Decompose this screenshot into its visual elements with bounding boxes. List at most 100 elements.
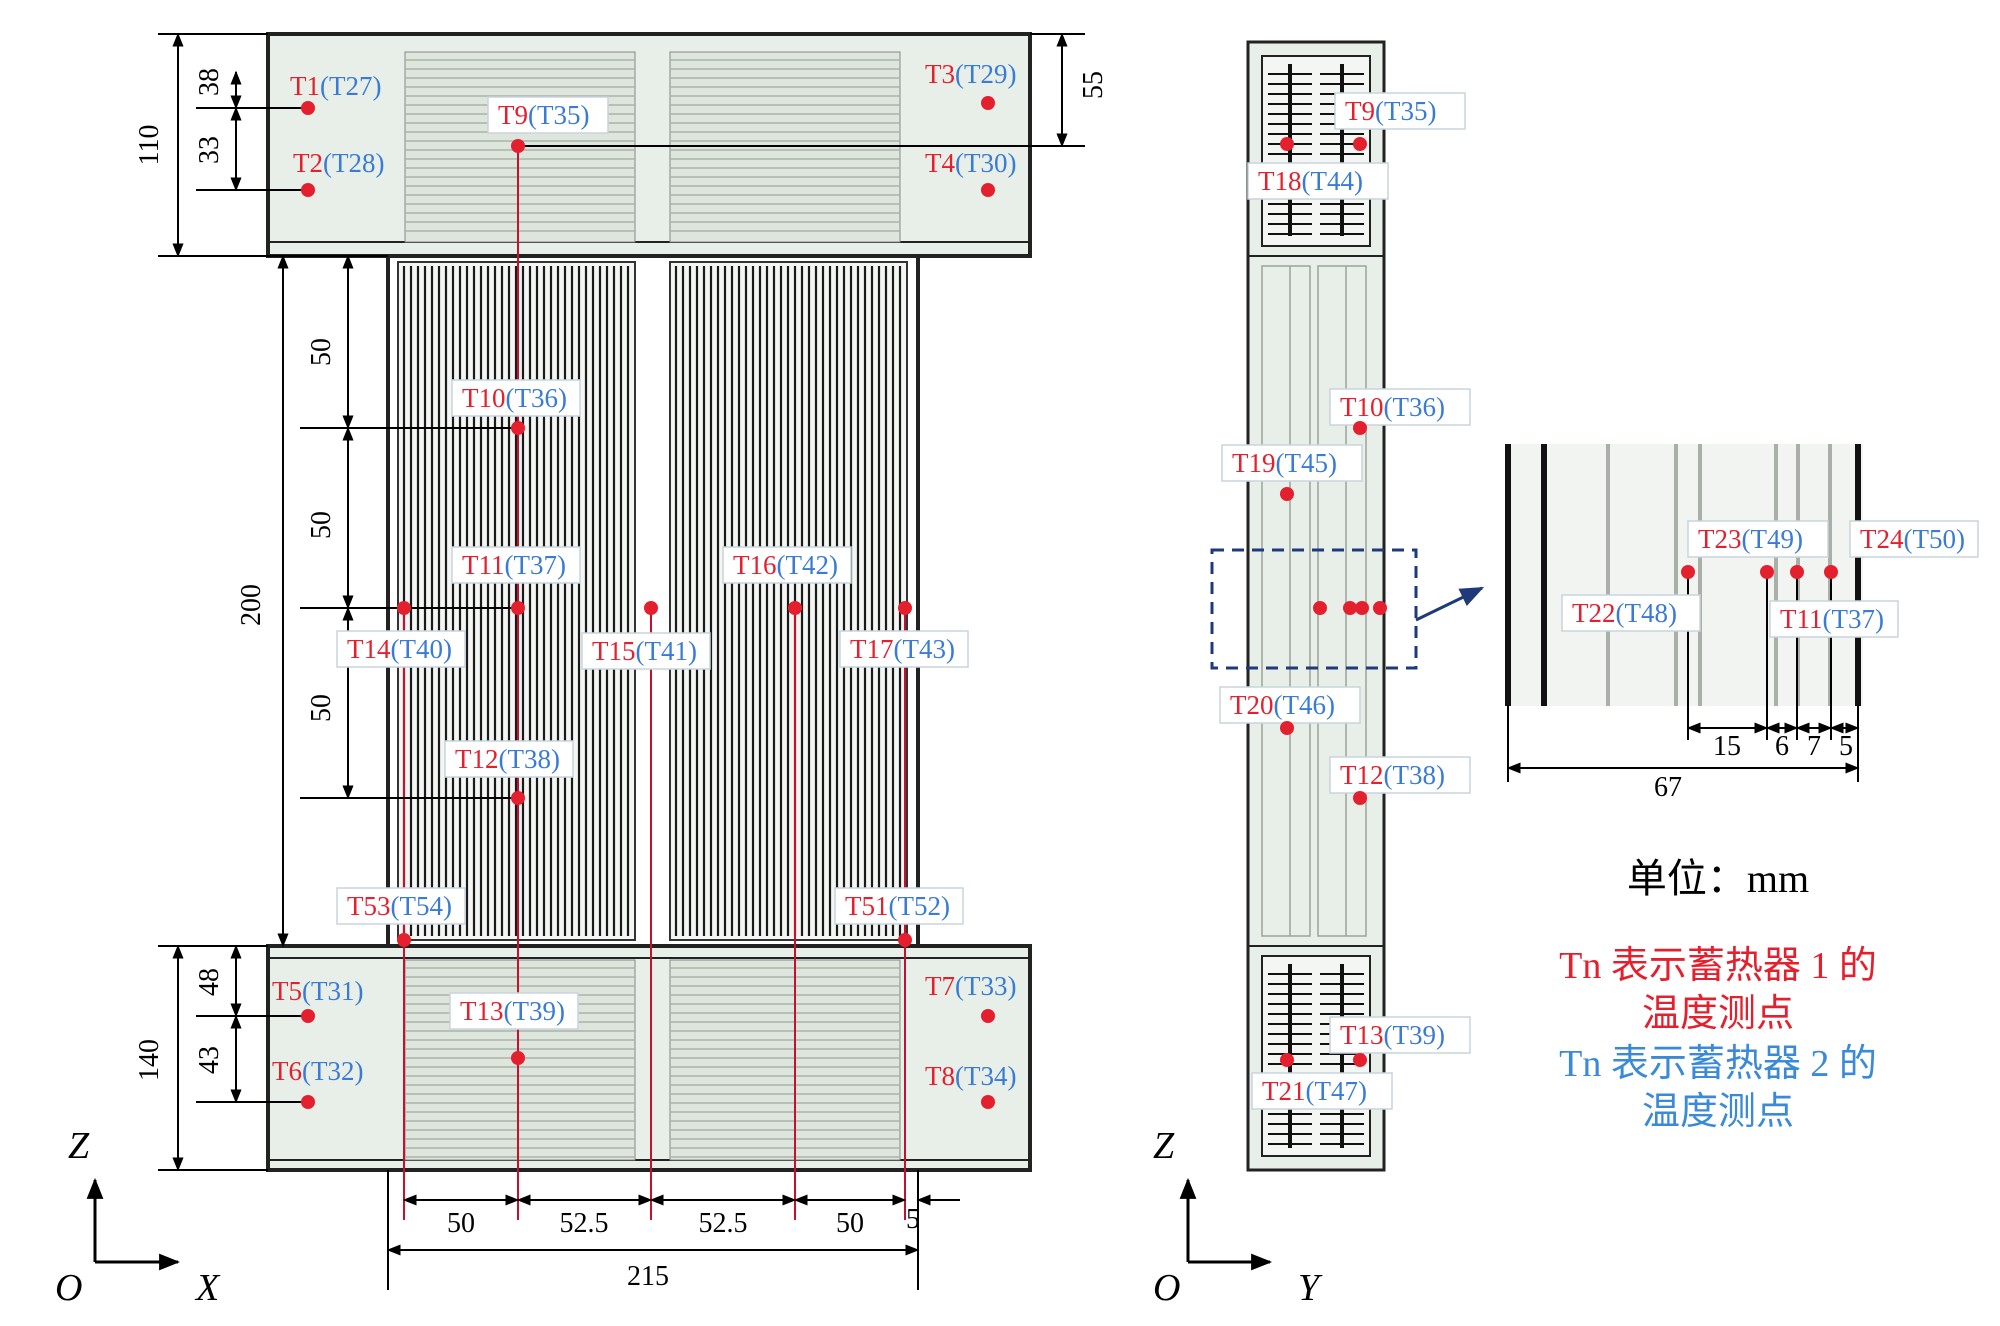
- measure-point: T14(T40): [336, 601, 466, 668]
- point-label-alt: (T27): [320, 71, 381, 101]
- measure-point: T10(T36): [1329, 388, 1471, 435]
- point-dot: [301, 183, 315, 197]
- detail-dim-7: 7: [1807, 731, 1821, 762]
- measure-point: T2(T28): [293, 148, 384, 197]
- measure-point: T13(T39): [449, 992, 579, 1065]
- point-label-alt: (T37): [505, 550, 566, 580]
- point-label-id: T22: [1572, 598, 1616, 628]
- point-label: T53(T54): [347, 891, 452, 921]
- dim-110: 110: [134, 125, 165, 166]
- legend: 单位：mm Tn 表示蓄热器 1 的 温度测点 Tn 表示蓄热器 2 的 温度测…: [1559, 856, 1877, 1133]
- point-dot: [981, 1009, 995, 1023]
- point-label: T8(T34): [925, 1061, 1016, 1091]
- point-label-id: T24: [1860, 524, 1904, 554]
- point-label-alt: (T31): [302, 976, 363, 1006]
- dim-x-50a: 50: [447, 1208, 475, 1239]
- point-label-id: T51: [845, 891, 889, 921]
- point-label-id: T7: [925, 971, 955, 1001]
- point-label: T10(T36): [1340, 392, 1445, 422]
- dim-200: 200: [236, 584, 267, 626]
- point-label-alt: (T30): [955, 148, 1016, 178]
- measure-point: T7(T33): [925, 971, 1016, 1023]
- point-dot: [397, 933, 411, 947]
- point-label-id: T10: [462, 383, 506, 413]
- point-dot: [511, 139, 525, 153]
- point-label-id: T16: [733, 550, 777, 580]
- point-label-id: T5: [272, 976, 302, 1006]
- point-dot: [788, 601, 802, 615]
- point-label-id: T9: [1345, 96, 1375, 126]
- dim-50-b: 50: [306, 511, 337, 539]
- legend-blue-line2: 温度测点: [1642, 1091, 1794, 1133]
- dim-55: 55: [1078, 71, 1109, 99]
- measure-point: T24(T50): [1824, 520, 1979, 579]
- point-label-alt: (T35): [1375, 96, 1436, 126]
- point-label-alt: (T49): [1742, 524, 1803, 554]
- measure-point: T11(T37): [1769, 565, 1899, 638]
- point-label-id: T12: [1340, 760, 1384, 790]
- measure-point: T1(T27): [290, 71, 381, 115]
- point-label: T9(T35): [1345, 96, 1436, 126]
- point-label-id: T11: [462, 550, 505, 580]
- point-dot: [397, 601, 411, 615]
- measure-point: T12(T38): [444, 740, 574, 805]
- point-label-alt: (T41): [636, 636, 697, 666]
- point-label-id: T3: [925, 59, 955, 89]
- point-label-id: T15: [592, 636, 636, 666]
- side-axis-y-label: Y: [1298, 1267, 1323, 1309]
- point-dot: [1280, 487, 1294, 501]
- dim-50-a: 50: [306, 338, 337, 366]
- point-label-alt: (T34): [955, 1061, 1016, 1091]
- dim-140: 140: [134, 1039, 165, 1081]
- point-label: T11(T37): [462, 550, 566, 580]
- point-dot: [898, 933, 912, 947]
- front-axes: Z O X: [55, 1125, 221, 1309]
- point-label-alt: (T42): [777, 550, 838, 580]
- point-label-id: T12: [455, 744, 499, 774]
- point-dot: [511, 791, 525, 805]
- axis-x-label: X: [194, 1267, 221, 1309]
- point-label-id: T9: [498, 100, 528, 130]
- measure-point: T9(T35): [487, 96, 609, 153]
- point-dot: [301, 101, 315, 115]
- point-label: T18(T44): [1258, 166, 1363, 196]
- point-dot: [1373, 601, 1387, 615]
- point-label-id: T4: [925, 148, 955, 178]
- point-label-id: T53: [347, 891, 391, 921]
- point-label-id: T14: [347, 634, 391, 664]
- point-dot: [511, 421, 525, 435]
- side-view: T9(T35)T18(T44)T10(T36)T19(T45)T20(T46)T…: [1153, 40, 1485, 1309]
- point-label-alt: (T37): [1823, 604, 1884, 634]
- dim-x-5: 5: [906, 1204, 920, 1235]
- point-dot: [1280, 1053, 1294, 1067]
- measure-point: T15(T41): [581, 601, 711, 670]
- measure-point: T53(T54): [336, 887, 466, 947]
- point-dot: [1355, 601, 1369, 615]
- dim-x-52-5a: 52.5: [560, 1208, 609, 1239]
- dim-38: 38: [194, 68, 225, 96]
- point-label-alt: (T32): [302, 1056, 363, 1086]
- point-dot: [981, 96, 995, 110]
- point-label: T23(T49): [1698, 524, 1803, 554]
- point-label-alt: (T36): [506, 383, 567, 413]
- front-dimension-lines: [158, 32, 1085, 1290]
- point-dot: [1760, 565, 1774, 579]
- point-label-id: T17: [850, 634, 894, 664]
- axis-origin-label: O: [55, 1267, 82, 1309]
- point-dot: [1353, 421, 1367, 435]
- point-dot: [1353, 1053, 1367, 1067]
- point-label: T24(T50): [1860, 524, 1965, 554]
- point-dot: [898, 601, 912, 615]
- side-axis-z-label: Z: [1153, 1125, 1175, 1167]
- detail-dim-15: 15: [1713, 731, 1741, 762]
- measure-point: T19(T45): [1221, 444, 1363, 501]
- point-dot: [981, 1095, 995, 1109]
- point-label: T13(T39): [460, 996, 565, 1026]
- detail-dashed-box: [1210, 548, 1418, 670]
- bottom-header-box: [266, 944, 1032, 1172]
- detail-view: 15 6 7 5 67 T23(T49)T24(T50)T22(T48)T11(…: [1505, 444, 1979, 803]
- point-dot: [981, 183, 995, 197]
- measure-point: T51(T52): [834, 887, 964, 947]
